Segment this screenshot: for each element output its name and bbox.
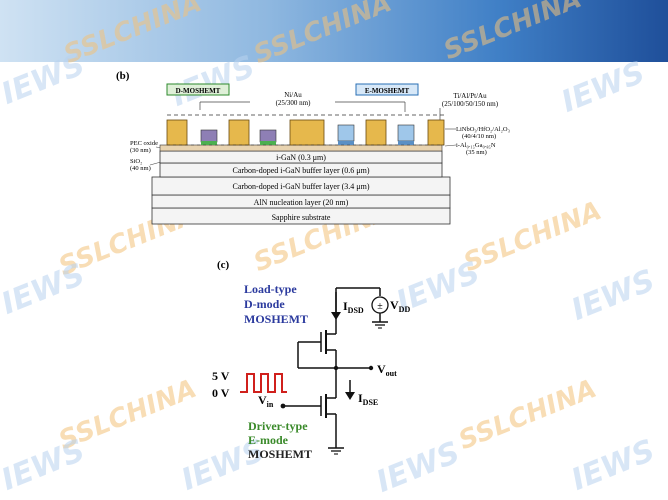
pulse-high-label: 5 V bbox=[212, 369, 230, 383]
load-type-label: MOSHEMT bbox=[244, 312, 308, 326]
vout-node bbox=[333, 365, 339, 371]
load-type-label: Load-type bbox=[244, 282, 297, 296]
pulse-low-label: 0 V bbox=[212, 386, 230, 400]
header-banner bbox=[0, 0, 668, 62]
e-mode-gate bbox=[337, 124, 355, 142]
layer-label: Sapphire substrate bbox=[272, 213, 331, 222]
barrier-label: i-Al₀.₁₅Ga₀.₈₅N bbox=[456, 142, 496, 149]
vin-label: Vin bbox=[258, 393, 274, 409]
ohmic-metal-label: Ti/Al/Pt/Au bbox=[453, 92, 487, 100]
vout-terminal bbox=[368, 365, 374, 371]
load-type-label: D-mode bbox=[244, 297, 285, 311]
pec-oxide-thk: (30 nm) bbox=[130, 147, 151, 154]
e-mode-gate bbox=[397, 124, 415, 142]
sio2-label: SiO₂ bbox=[130, 158, 142, 165]
ohmic-contact bbox=[228, 119, 250, 146]
driver-type-label: Driver-type bbox=[248, 419, 308, 433]
panel-c-label: (c) bbox=[217, 259, 230, 271]
stack-right-thk: (40/4/10 nm) bbox=[462, 133, 496, 140]
layer-label: Carbon-doped i-GaN buffer layer (3.4 μm) bbox=[233, 182, 370, 191]
d-mode-oxide bbox=[260, 141, 276, 145]
device-cross-section: (b) D-MOSHEMT E-MOSHEMT Ni/Au (25/300 nm… bbox=[116, 70, 510, 461]
idsd-arrow-icon bbox=[331, 312, 341, 320]
layer-label: AlN nucleation layer (20 nm) bbox=[254, 198, 349, 207]
ohmic-contact bbox=[365, 119, 387, 146]
dmode-tag-text: D-MOSHEMT bbox=[176, 87, 221, 95]
driver-type-label: E-mode bbox=[248, 433, 289, 447]
idse-label: IDSE bbox=[358, 391, 378, 407]
svg-text:±: ± bbox=[377, 301, 383, 312]
layer-label: i-GaN (0.3 μm) bbox=[276, 153, 326, 162]
input-pulse-waveform bbox=[240, 373, 287, 393]
e-mode-oxide bbox=[338, 141, 354, 145]
emode-tag bbox=[355, 83, 419, 96]
vin-terminal bbox=[280, 403, 286, 409]
gate-metal-thk: (25/300 nm) bbox=[276, 99, 311, 107]
panel-b-label: (b) bbox=[116, 70, 130, 82]
ohmic-metal-thk: (25/100/50/150 nm) bbox=[442, 100, 499, 108]
pec-oxide-label: PEC oxide bbox=[130, 140, 158, 147]
ohmic-contact bbox=[427, 119, 445, 146]
layer-label: Carbon-doped i-GaN buffer layer (0.6 μm) bbox=[233, 166, 370, 175]
idse-arrow-icon bbox=[345, 392, 355, 400]
ohmic-contact bbox=[289, 119, 325, 146]
layer-algan bbox=[159, 144, 443, 152]
d-mode-oxide bbox=[201, 141, 217, 145]
driver-type-label: MOSHEMT bbox=[248, 447, 312, 461]
d-mode-gate bbox=[200, 129, 218, 143]
gate-metal-label: Ni/Au bbox=[284, 91, 302, 99]
d-mode-gate bbox=[259, 129, 277, 143]
dmode-tag bbox=[166, 83, 230, 96]
ohmic-contact bbox=[166, 119, 188, 146]
emode-tag-text: E-MOSHEMT bbox=[365, 87, 410, 95]
sio2-thk: (40 nm) bbox=[130, 165, 151, 172]
idsd-label: IDSD bbox=[343, 299, 364, 315]
vdd-label: VDD bbox=[390, 298, 410, 314]
stack-right-label: LiNbO₃/HfO₂/Al₂O₃ bbox=[456, 126, 510, 133]
vout-label: Vout bbox=[377, 362, 397, 378]
barrier-thk: (35 nm) bbox=[466, 149, 487, 156]
e-mode-oxide bbox=[398, 141, 414, 145]
